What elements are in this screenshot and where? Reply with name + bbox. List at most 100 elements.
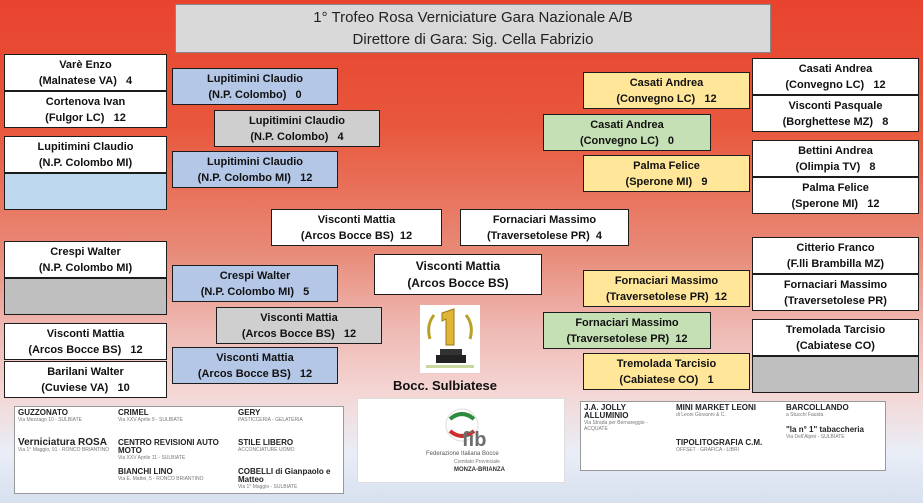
left-r2-player-1: Lupitimini Claudio (N.P. Colombo) 0	[172, 68, 338, 105]
player-name: Fornaciari Massimo	[575, 316, 679, 329]
player-name: Visconti Pasquale	[788, 99, 883, 112]
player-name: Palma Felice	[633, 159, 700, 172]
champion-club: (Arcos Bocce BS)	[407, 275, 509, 290]
left-r2-player-4: Visconti Mattia (Arcos Bocce BS) 12	[172, 347, 338, 384]
player-club-score: (Traversetolese PR) 4	[487, 229, 602, 242]
player-club-score: (Arcos Bocce BS) 12	[28, 343, 143, 356]
fib-line-3: MONZA-BRIANZA	[454, 467, 505, 473]
player-name: Tremolada Tarcisio	[785, 323, 886, 336]
left-r1-player-7: Visconti Mattia (Arcos Bocce BS) 12	[4, 323, 167, 360]
player-club-score: (Traversetolese PR) 12	[566, 332, 688, 345]
player-name: Lupitimini Claudio	[207, 72, 303, 85]
champion-name: Visconti Mattia	[415, 258, 501, 273]
left-semifinal: Visconti Mattia (Arcos Bocce BS) 12	[271, 209, 442, 246]
player-name: Varè Enzo	[59, 58, 112, 71]
player-club-score: (N.P. Colombo) 0	[208, 88, 302, 101]
player-club-score: (Traversetolese PR)	[784, 294, 887, 307]
player-name: Fornaciari Massimo	[614, 274, 719, 287]
right-r1-player-7: Tremolada Tarcisio (Cabiatese CO)	[752, 319, 919, 356]
player-club-score: (Olimpia TV) 8	[795, 160, 876, 173]
player-club-score: (Cabiatese CO)	[796, 339, 875, 352]
player-club-score: (Cuviese VA) 10	[41, 381, 130, 394]
player-club-score: (Traversetolese PR) 12	[605, 290, 728, 303]
right-r1-player-6: Fornaciari Massimo (Traversetolese PR)	[752, 274, 919, 311]
player-name: Lupitimini Claudio	[207, 155, 303, 168]
fib-line-2: Comitato Provinciale	[454, 459, 500, 465]
player-club-score: (N.P. Colombo MI)	[38, 156, 133, 169]
player-club-score: (Sperone MI) 12	[791, 197, 880, 210]
left-r1-player-1: Varè Enzo (Malnatese VA) 4	[4, 54, 167, 91]
player-name: Crespi Walter	[219, 269, 291, 282]
right-r1-empty-slot	[752, 356, 919, 393]
player-name: Fornaciari Massimo	[783, 278, 888, 291]
right-r1-player-3: Bettini Andrea (Olimpia TV) 8	[752, 140, 919, 177]
tournament-header: 1° Trofeo Rosa Verniciature Gara Naziona…	[175, 4, 771, 53]
fib-logo-panel: fib Federazione Italiana Bocce Comitato …	[357, 398, 565, 483]
player-club-score: (Arcos Bocce BS) 12	[197, 367, 313, 380]
player-club-score: (N.P. Colombo MI)	[38, 261, 133, 274]
player-name: Palma Felice	[802, 181, 869, 194]
player-name: Tremolada Tarcisio	[616, 357, 717, 370]
player-name: Visconti Mattia	[260, 311, 338, 324]
left-r1-player-3: Lupitimini Claudio (N.P. Colombo MI)	[4, 136, 167, 173]
fib-logo-icon	[445, 408, 479, 442]
left-r1-empty-slot-2	[4, 278, 167, 315]
player-name: Casati Andrea	[798, 62, 873, 75]
player-name: Lupitimini Claudio	[37, 140, 134, 153]
right-r2-player-3: Fornaciari Massimo (Traversetolese PR) 1…	[583, 270, 750, 307]
tournament-title: 1° Trofeo Rosa Verniciature Gara Naziona…	[313, 8, 633, 26]
left-r1-empty-slot-1	[4, 173, 167, 210]
fib-wordmark: fib	[462, 429, 487, 451]
player-name: Citterio Franco	[796, 241, 875, 254]
right-r1-player-1: Casati Andrea (Convegno LC) 12	[752, 58, 919, 95]
right-r2-player-1: Casati Andrea (Convegno LC) 12	[583, 72, 750, 109]
player-name: Casati Andrea	[590, 118, 664, 131]
player-name: Fornaciari Massimo	[492, 213, 597, 226]
left-r2-player-3: Crespi Walter (N.P. Colombo MI) 5	[172, 265, 338, 302]
left-r1-player-5: Crespi Walter (N.P. Colombo MI)	[4, 241, 167, 278]
player-club-score: (N.P. Colombo) 4	[250, 130, 344, 143]
player-name: Barilani Walter	[47, 365, 124, 378]
left-r3-player-1: Lupitimini Claudio (N.P. Colombo) 4	[214, 110, 380, 147]
player-name: Visconti Mattia	[317, 213, 396, 226]
player-name: Crespi Walter	[50, 245, 121, 258]
final-winner-box: Visconti Mattia (Arcos Bocce BS)	[374, 254, 542, 295]
player-name: Lupitimini Claudio	[249, 114, 345, 127]
player-club-score: (Convegno LC) 12	[785, 78, 886, 91]
player-club-score: (Borghettese MZ) 8	[782, 115, 889, 128]
player-name: Casati Andrea	[629, 76, 704, 89]
right-r3-player-2: Fornaciari Massimo (Traversetolese PR) 1…	[543, 312, 711, 349]
player-name: Visconti Mattia	[216, 351, 294, 364]
player-club-score: (Malnatese VA) 4	[38, 74, 133, 87]
player-club-score: (Sperone MI) 9	[625, 175, 708, 188]
player-name: Cortenova Ivan	[45, 95, 126, 108]
trophy-icon	[420, 305, 480, 373]
player-name: Visconti Mattia	[46, 327, 125, 340]
player-club-score: (N.P. Colombo MI) 12	[197, 171, 313, 184]
winner-club-label: Bocc. Sulbiatese	[392, 378, 498, 393]
right-r1-player-4: Palma Felice (Sperone MI) 12	[752, 177, 919, 214]
right-semifinal: Fornaciari Massimo (Traversetolese PR) 4	[460, 209, 629, 246]
player-club-score: (N.P. Colombo MI) 5	[200, 285, 310, 298]
right-r1-player-5: Citterio Franco (F.lli Brambilla MZ)	[752, 237, 919, 274]
player-club-score: (Arcos Bocce BS) 12	[300, 229, 413, 242]
fib-line-1: Federazione Italiana Bocce	[426, 451, 499, 457]
player-club-score: (Cabiatese CO) 1	[619, 373, 714, 386]
right-r2-player-2: Palma Felice (Sperone MI) 9	[583, 155, 750, 192]
player-club-score: (Arcos Bocce BS) 12	[241, 327, 357, 340]
right-r2-player-4: Tremolada Tarcisio (Cabiatese CO) 1	[583, 353, 750, 390]
right-r3-player-1: Casati Andrea (Convegno LC) 0	[543, 114, 711, 151]
player-club-score: (Convegno LC) 0	[579, 134, 675, 147]
